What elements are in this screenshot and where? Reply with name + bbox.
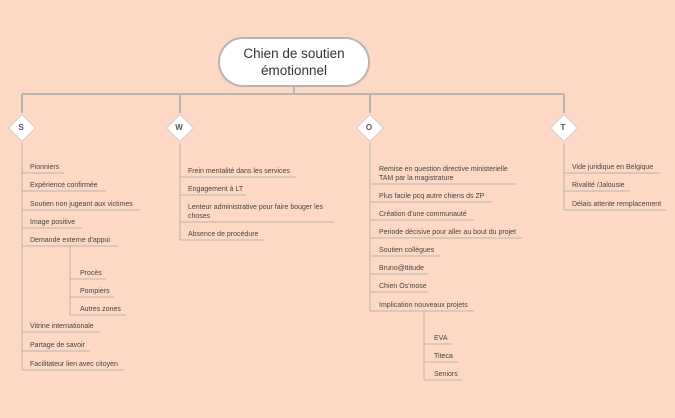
- o-item[interactable]: Implication nouveaux projets: [379, 302, 468, 309]
- t-node-label: T: [560, 123, 566, 132]
- o-item[interactable]: Bruno@ttitude: [379, 265, 424, 272]
- w-item[interactable]: Lenteur administrative pour faire bouger…: [188, 204, 324, 220]
- s-subitem[interactable]: Pompiers: [80, 288, 110, 295]
- o-item[interactable]: Remise en question directive ministeriel…: [379, 166, 508, 182]
- t-item[interactable]: Vide juridique en Belgique: [572, 164, 654, 171]
- central-topic[interactable]: Chien de soutien émotionnel: [218, 37, 370, 87]
- o-item[interactable]: Plus facile pcq autre chiens ds ZP: [379, 193, 485, 200]
- s-node-label: S: [18, 123, 24, 132]
- o-item[interactable]: Création d'une communauté: [379, 211, 467, 218]
- t-item[interactable]: Rivalité /Jalousie: [572, 182, 625, 189]
- s-item[interactable]: Vitrine internationale: [30, 323, 94, 330]
- o-subitem[interactable]: Seniors: [434, 371, 458, 378]
- s-item[interactable]: Partage de savoir: [30, 342, 85, 349]
- w-item[interactable]: Absence de procédure: [188, 231, 259, 238]
- central-topic-label: Chien de soutien émotionnel: [243, 46, 345, 78]
- s-item[interactable]: Expérience confirmée: [30, 182, 98, 189]
- s-subitem[interactable]: Autres zones: [80, 306, 121, 313]
- o-subitem[interactable]: EVA: [434, 335, 448, 342]
- o-item[interactable]: Chien Os'mose: [379, 283, 427, 290]
- o-subitem[interactable]: Titeca: [434, 353, 453, 360]
- s-item[interactable]: Demande externe d'appui: [30, 237, 110, 244]
- t-item[interactable]: Délais attente remplacement: [572, 201, 662, 208]
- w-node-label: W: [175, 123, 183, 132]
- o-item[interactable]: Soutien collègues: [379, 247, 435, 254]
- s-item[interactable]: Facilitateur lien avec citoyen: [30, 361, 118, 368]
- s-item[interactable]: Soutien non jugeant aux victimes: [30, 201, 133, 208]
- w-item[interactable]: Frein mentalité dans les services: [188, 168, 290, 175]
- s-item[interactable]: Image positive: [30, 219, 76, 226]
- w-item[interactable]: Engagement à LT: [188, 186, 244, 193]
- o-item[interactable]: Periode décisive pour aller au bout du p…: [379, 229, 516, 236]
- o-node-label: O: [365, 123, 373, 132]
- s-item[interactable]: Pionniers: [30, 164, 60, 171]
- s-subitem[interactable]: Procès: [80, 270, 102, 277]
